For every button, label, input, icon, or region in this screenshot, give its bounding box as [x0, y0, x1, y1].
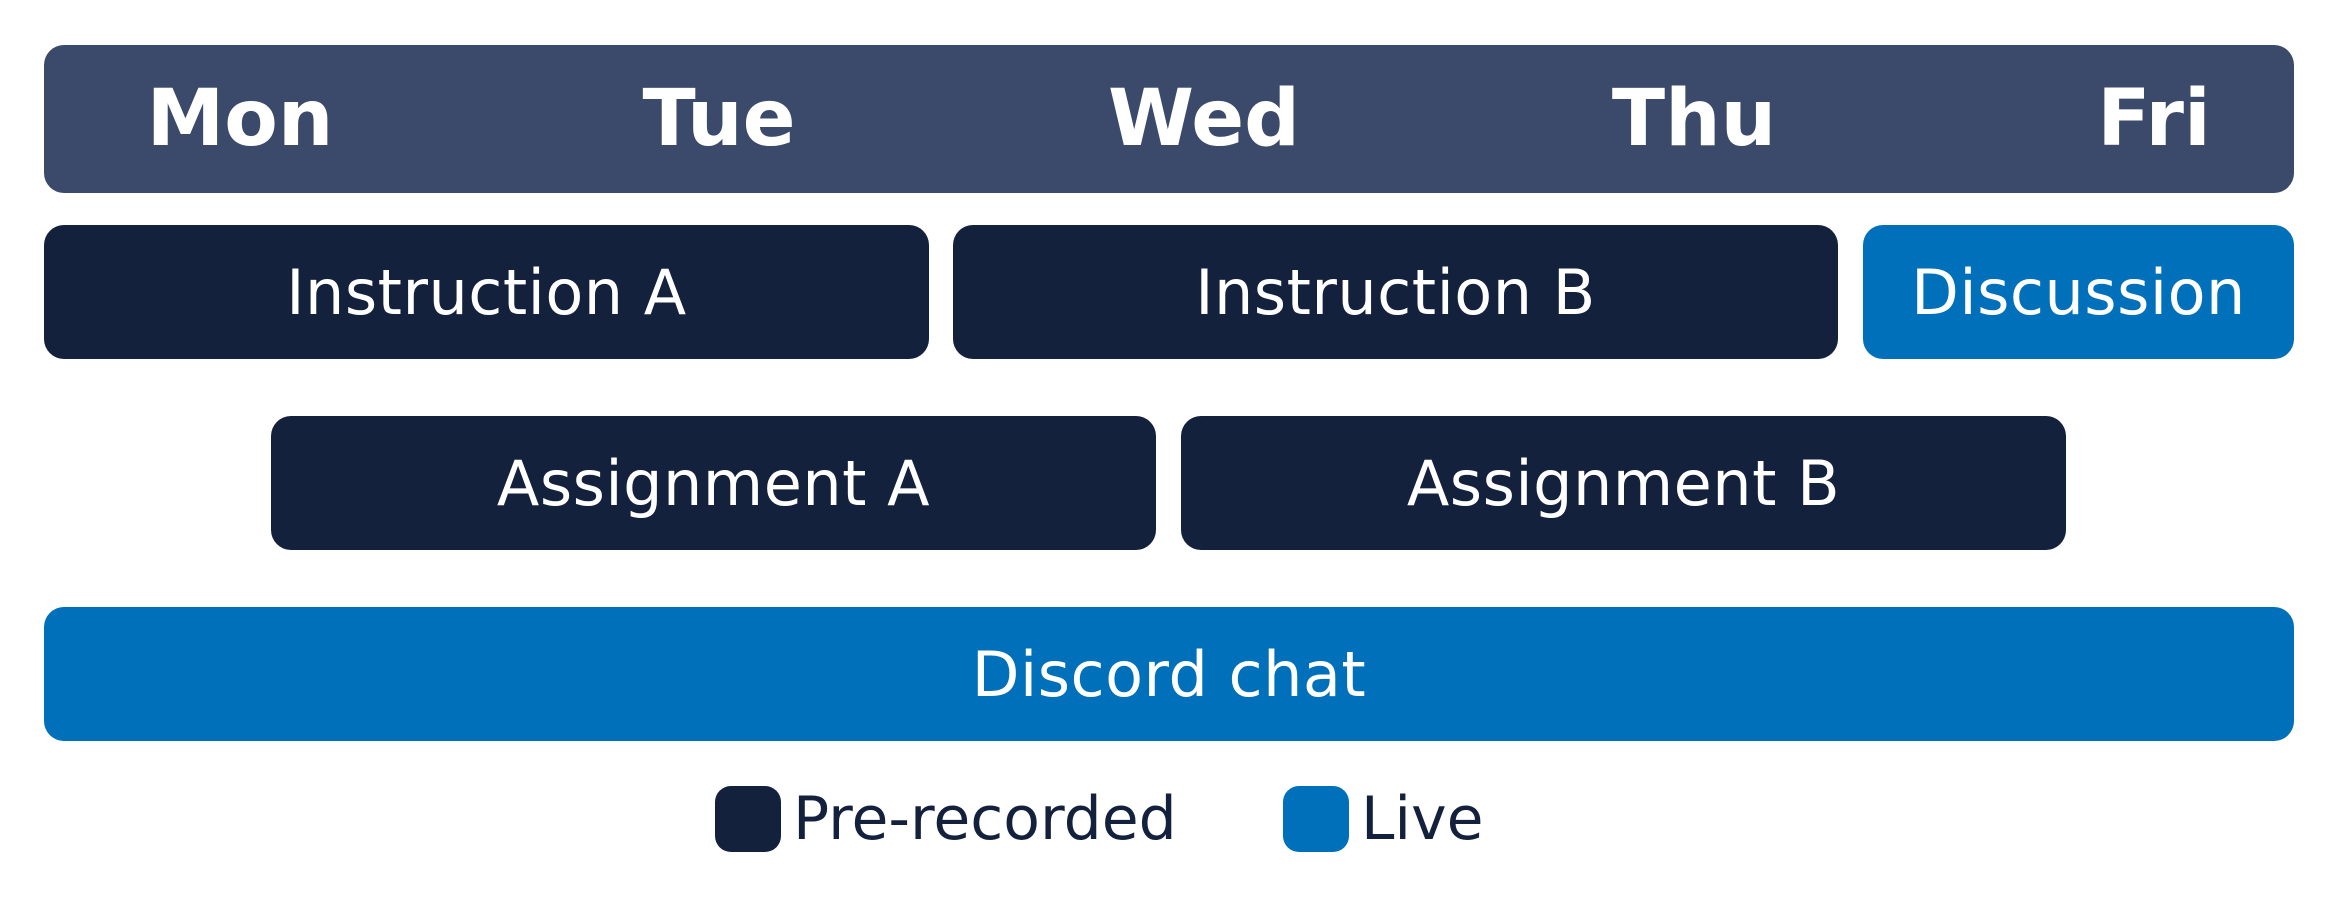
day-thu: Thu — [1611, 74, 1777, 164]
assignment-a-block: Assignment A — [271, 416, 1156, 550]
live-swatch — [1283, 786, 1349, 852]
discussion-label: Discussion — [1911, 255, 2246, 329]
discord-chat-block: Discord chat — [44, 607, 2294, 741]
legend-prerecorded: Pre-recorded — [715, 784, 1177, 854]
prerecorded-legend-label: Pre-recorded — [793, 784, 1177, 854]
instruction-a-label: Instruction A — [286, 255, 687, 329]
discord-chat-label: Discord chat — [971, 637, 1367, 711]
assignment-b-label: Assignment B — [1406, 446, 1841, 520]
assignment-a-label: Assignment A — [496, 446, 931, 520]
instruction-b-block: Instruction B — [953, 225, 1838, 359]
day-fri: Fri — [2097, 74, 2211, 164]
instruction-b-label: Instruction B — [1195, 255, 1596, 329]
live-legend-label: Live — [1361, 784, 1484, 854]
assignment-b-block: Assignment B — [1181, 416, 2066, 550]
instruction-a-block: Instruction A — [44, 225, 929, 359]
legend-live: Live — [1283, 784, 1484, 854]
day-tue: Tue — [642, 74, 796, 164]
weekday-header: Mon Tue Wed Thu Fri — [44, 45, 2294, 193]
day-wed: Wed — [1108, 74, 1300, 164]
discussion-block: Discussion — [1863, 225, 2294, 359]
prerecorded-swatch — [715, 786, 781, 852]
day-mon: Mon — [146, 74, 334, 164]
